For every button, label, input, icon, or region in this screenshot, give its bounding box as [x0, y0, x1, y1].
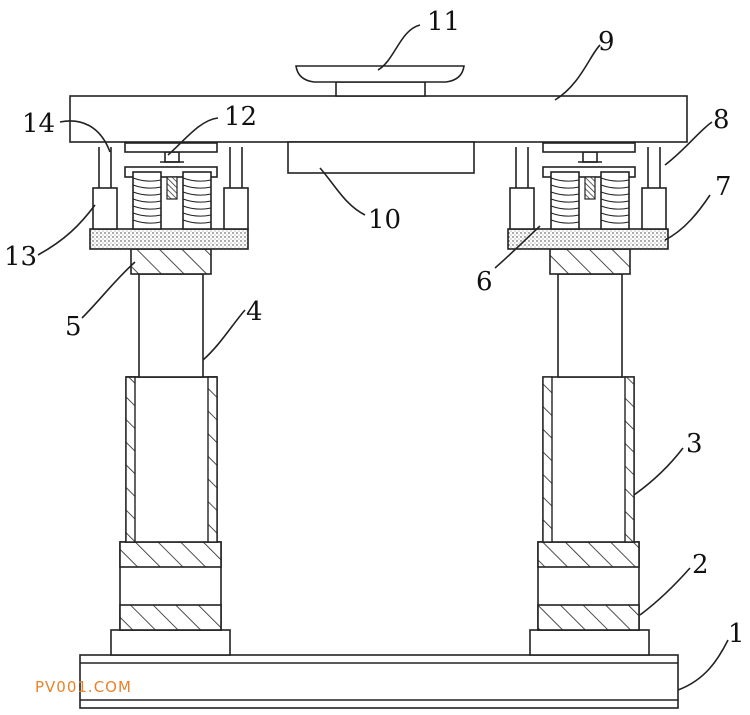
label-12: 12: [224, 102, 257, 132]
label-6: 6: [476, 267, 493, 297]
leader-5: [81, 261, 136, 319]
right-foot-block: [529, 629, 650, 656]
leader-9: [554, 44, 601, 101]
leader-12: [167, 117, 219, 156]
center-control-box: [287, 141, 475, 174]
right-column: [529, 248, 650, 656]
left-damper-assembly: [92, 142, 249, 230]
right-bearing-seat: [549, 248, 631, 275]
right-inner-rod: [557, 273, 623, 378]
label-7: 7: [715, 172, 732, 202]
label-8: 8: [713, 105, 730, 135]
base-plate: [79, 654, 679, 709]
left-foot-block: [110, 629, 231, 656]
leader-2: [639, 567, 691, 616]
leader-7: [664, 194, 711, 241]
label-1: 1: [728, 619, 745, 649]
top-tray: [295, 65, 465, 97]
left-inner-rod: [138, 273, 204, 378]
leader-10: [319, 167, 366, 216]
leader-8: [664, 121, 713, 166]
left-column: [110, 248, 231, 656]
left-outer-tube: [125, 376, 218, 543]
label-9: 9: [598, 27, 615, 57]
label-11: 11: [427, 7, 460, 37]
leader-lines: [37, 24, 729, 691]
reference-labels: 11 9 12 14 8 10 7 6 13 5 4 3 2 1: [4, 7, 745, 649]
right-outer-tube: [542, 376, 635, 543]
label-3: 3: [686, 429, 703, 459]
leader-13: [37, 204, 96, 256]
watermark: PV001.COM: [35, 678, 132, 696]
top-platform: [69, 95, 688, 143]
right-damper-assembly: [509, 142, 667, 230]
leader-4: [202, 309, 246, 361]
label-2: 2: [692, 550, 709, 580]
leader-11: [377, 24, 421, 71]
label-5: 5: [65, 312, 82, 342]
left-support-plate: [89, 228, 249, 250]
label-4: 4: [246, 297, 263, 327]
right-support-plate: [507, 228, 669, 250]
left-bearing-seat: [130, 248, 212, 275]
leader-1: [677, 639, 729, 691]
label-14: 14: [22, 109, 55, 139]
label-10: 10: [368, 205, 401, 235]
leader-3: [633, 447, 684, 496]
label-13: 13: [4, 242, 37, 272]
leader-14: [59, 120, 111, 153]
leader-6: [494, 225, 541, 269]
